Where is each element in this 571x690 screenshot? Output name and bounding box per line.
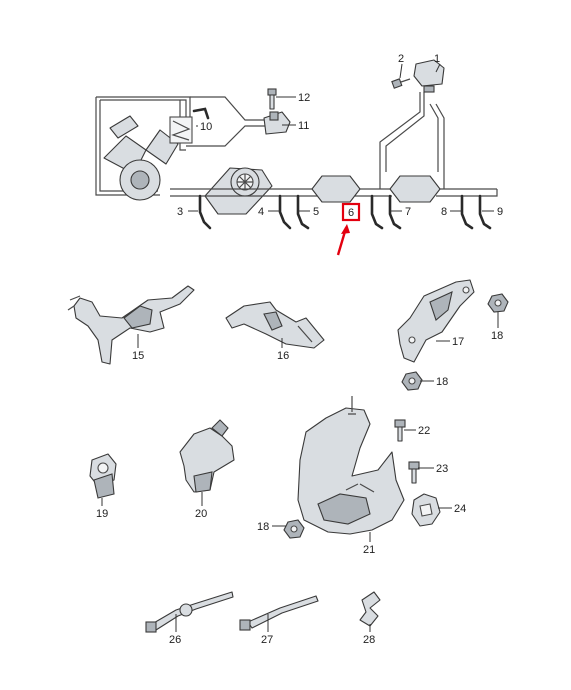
- nut-icon: [487, 293, 509, 313]
- bracket-15-icon: [67, 285, 195, 365]
- callout-3[interactable]: 3: [177, 206, 183, 218]
- callout-16[interactable]: 16: [277, 350, 289, 362]
- callout-15[interactable]: 15: [132, 350, 144, 362]
- callout-2[interactable]: 2: [398, 53, 404, 65]
- callout-18-top[interactable]: 18: [491, 330, 503, 342]
- callout-6[interactable]: 6: [348, 207, 354, 219]
- sensor-cables-group: [198, 194, 492, 230]
- callout-4[interactable]: 4: [258, 206, 264, 218]
- clip-28-icon: [359, 591, 381, 627]
- callout-7[interactable]: 7: [405, 206, 411, 218]
- bracket-17-icon: [397, 279, 475, 363]
- callout-20[interactable]: 20: [195, 508, 207, 520]
- callout-27[interactable]: 27: [261, 634, 273, 646]
- callout-18-mid[interactable]: 18: [436, 376, 448, 388]
- catalytic-converter-icon: [311, 175, 361, 203]
- cable-tie-26-icon: [145, 591, 234, 633]
- bracket-16-icon: [225, 301, 325, 349]
- callout-12[interactable]: 12: [298, 92, 310, 104]
- screw-icon: [391, 78, 411, 89]
- callout-19[interactable]: 19: [96, 508, 108, 520]
- particulate-filter-icon: [389, 175, 441, 203]
- callout-26[interactable]: 26: [169, 634, 181, 646]
- highlight-box-6: [341, 202, 361, 222]
- pressure-sensor-icon: [263, 111, 291, 135]
- bolt-icon: [267, 88, 277, 110]
- egr-cooler-icon: [169, 116, 193, 144]
- holder-20-icon: [179, 419, 235, 493]
- clip-19-icon: [89, 453, 117, 499]
- callout-28[interactable]: 28: [363, 634, 375, 646]
- callout-23[interactable]: 23: [436, 463, 448, 475]
- callout-11[interactable]: 11: [298, 120, 309, 132]
- callout-10[interactable]: 10: [200, 121, 212, 133]
- red-arrow-icon: [336, 224, 350, 256]
- screw-icon: [408, 461, 420, 484]
- callout-5[interactable]: 5: [313, 206, 319, 218]
- exhaust-system-group: [95, 59, 498, 230]
- engine-icon: [103, 115, 179, 201]
- callout-17[interactable]: 17: [452, 336, 464, 348]
- bolt-icon: [394, 419, 406, 442]
- callout-24[interactable]: 24: [454, 503, 466, 515]
- callout-8[interactable]: 8: [441, 206, 447, 218]
- callout-1[interactable]: 1: [434, 53, 440, 65]
- callout-9[interactable]: 9: [497, 206, 503, 218]
- nut-icon: [401, 371, 423, 391]
- callout-labels: 1 2 3 4 5 6 7 8 9 10 11 12 15 16 17 18 1…: [96, 53, 503, 646]
- leader-lines: [101, 63, 499, 632]
- differential-pressure-sensor-icon: [413, 59, 445, 93]
- clip-24-icon: [411, 493, 441, 527]
- callout-22[interactable]: 22: [418, 425, 430, 437]
- callout-18-low[interactable]: 18: [257, 521, 269, 533]
- heat-shield-21-icon: [297, 396, 405, 535]
- nut-icon: [283, 519, 305, 539]
- callout-21[interactable]: 21: [363, 544, 375, 556]
- cable-tie-27-icon: [239, 595, 319, 631]
